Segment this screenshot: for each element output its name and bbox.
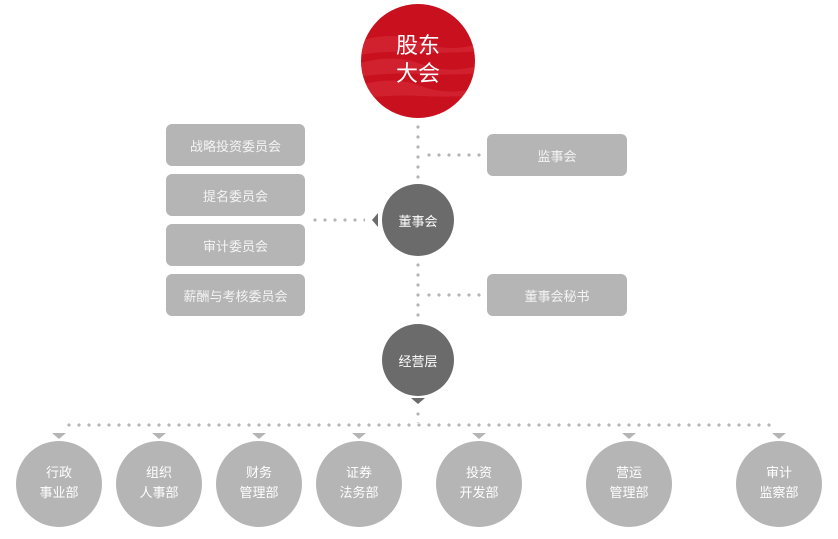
- shareholders-meeting-node[interactable]: 股东 大会: [361, 4, 475, 118]
- arrow-left-icon: [372, 213, 378, 227]
- department-admin[interactable]: 行政 事业部: [16, 441, 102, 527]
- department-label-line2: 监察部: [759, 486, 799, 501]
- connector-management-departments: [416, 409, 420, 423]
- department-label-line2: 管理部: [239, 486, 279, 501]
- board-of-directors-node[interactable]: 董事会: [382, 184, 454, 256]
- management-label: 经营层: [398, 354, 438, 370]
- department-label-line1: 营运: [615, 466, 642, 481]
- committee-audit[interactable]: 审计委员会: [166, 224, 305, 266]
- connector-committees: [310, 218, 365, 222]
- department-audit-supervision[interactable]: 审计 监察部: [736, 441, 822, 527]
- committee-label: 提名委员会: [202, 189, 268, 205]
- department-securities-legal[interactable]: 证券 法务部: [316, 441, 402, 527]
- connector-secretary: [424, 293, 484, 297]
- department-label-line1: 财务: [245, 466, 272, 481]
- department-label-line2: 事业部: [39, 486, 79, 501]
- supervisory-board-node[interactable]: 监事会: [487, 134, 627, 176]
- arrow-down-icon: [52, 433, 66, 439]
- connector-root-board: [416, 122, 420, 182]
- department-label-line2: 人事部: [139, 486, 179, 501]
- committee-strategy-investment[interactable]: 战略投资委员会: [166, 124, 305, 166]
- committee-nomination[interactable]: 提名委员会: [166, 174, 305, 216]
- supervisory-board-label: 监事会: [537, 149, 577, 165]
- arrow-down-icon: [152, 433, 166, 439]
- department-label-line1: 行政: [45, 466, 72, 481]
- department-label-line1: 证券: [345, 466, 372, 481]
- arrow-down-icon: [411, 398, 425, 404]
- department-label-line1: 审计: [765, 466, 792, 481]
- committee-label: 战略投资委员会: [189, 139, 281, 155]
- department-label-line1: 组织: [145, 466, 172, 481]
- root-label-line1: 股东: [395, 34, 440, 59]
- connector-supervisory: [424, 153, 484, 157]
- committee-remuneration[interactable]: 薪酬与考核委员会: [166, 274, 305, 316]
- department-label-line2: 开发部: [459, 486, 499, 501]
- arrow-down-icon: [472, 433, 486, 439]
- department-investment[interactable]: 投资 开发部: [436, 441, 522, 527]
- arrow-down-icon: [352, 433, 366, 439]
- shareholders-meeting-label: 股东 大会: [361, 4, 475, 118]
- wave-stripes-decoration: [361, 35, 475, 99]
- root-label-line2: 大会: [395, 62, 440, 87]
- board-secretary-label: 董事会秘书: [524, 289, 590, 305]
- connector-departments-bus: [64, 423, 774, 427]
- department-hr[interactable]: 组织 人事部: [116, 441, 202, 527]
- department-label-line2: 管理部: [609, 486, 649, 501]
- board-secretary-node[interactable]: 董事会秘书: [487, 274, 627, 316]
- arrow-down-icon: [252, 433, 266, 439]
- board-label: 董事会: [398, 214, 438, 230]
- arrow-down-icon: [772, 433, 786, 439]
- department-finance[interactable]: 财务 管理部: [216, 441, 302, 527]
- committee-label: 审计委员会: [202, 239, 268, 255]
- connector-board-management: [416, 260, 420, 322]
- committee-label: 薪酬与考核委员会: [183, 289, 288, 305]
- department-label-line2: 法务部: [339, 486, 379, 501]
- department-label-line1: 投资: [465, 466, 492, 481]
- department-operations[interactable]: 营运 管理部: [586, 441, 672, 527]
- arrow-down-icon: [622, 433, 636, 439]
- management-node[interactable]: 经营层: [382, 324, 454, 396]
